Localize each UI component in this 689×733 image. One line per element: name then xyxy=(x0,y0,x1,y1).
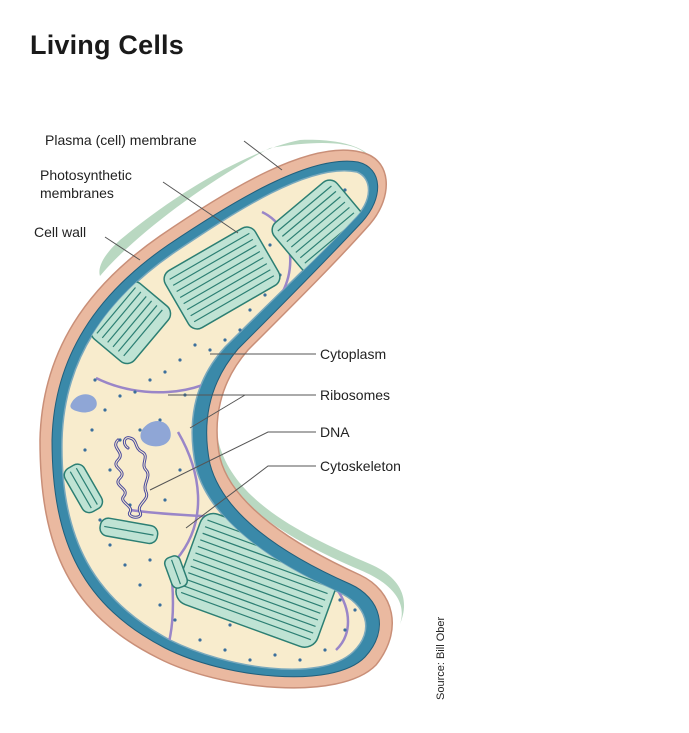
leader-photosynthetic xyxy=(162,181,239,234)
label-cytoplasm: Cytoplasm xyxy=(320,346,386,362)
leader-cell-wall xyxy=(104,236,141,261)
label-cell-wall: Cell wall xyxy=(34,224,86,240)
label-cytoskeleton: Cytoskeleton xyxy=(320,458,401,474)
leader-dna xyxy=(149,431,316,491)
leader-lines xyxy=(104,140,316,529)
label-photosynthetic-line1: Photosynthetic xyxy=(40,167,132,183)
leader-ribosomes-branch xyxy=(189,394,246,429)
label-photosynthetic-line2: membranes xyxy=(40,185,114,201)
inclusion-blob xyxy=(140,421,171,447)
label-plasma-membrane: Plasma (cell) membrane xyxy=(45,132,197,148)
page-title: Living Cells xyxy=(30,30,184,60)
inclusion-blob xyxy=(70,394,97,413)
label-dna: DNA xyxy=(320,424,350,440)
leader-plasma-membrane xyxy=(243,140,283,171)
label-ribosomes: Ribosomes xyxy=(320,387,390,403)
leader-cytoskeleton xyxy=(185,465,316,529)
source-credit: Source: Bill Ober xyxy=(435,617,447,700)
cell-wall-shadow xyxy=(99,139,373,276)
